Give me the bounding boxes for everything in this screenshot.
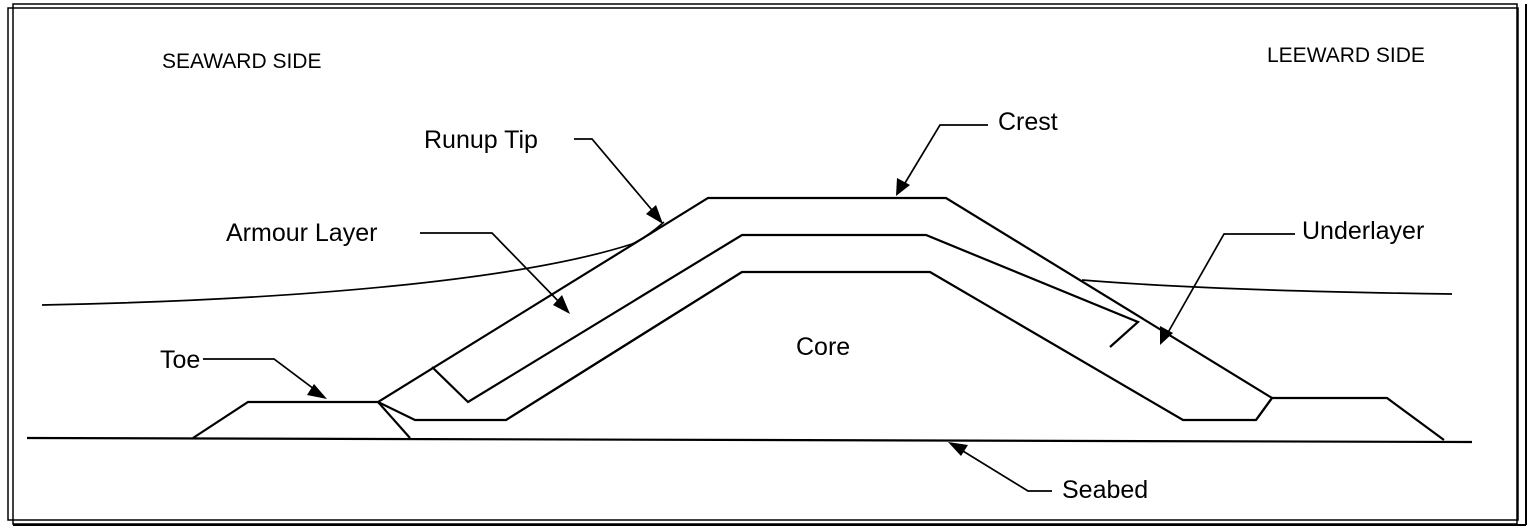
core-outline bbox=[505, 270, 1273, 422]
seabed-leader bbox=[957, 447, 1052, 492]
underlayer-leader bbox=[1165, 233, 1295, 337]
crest-label: Crest bbox=[998, 108, 1058, 136]
runup-tip-label: Runup Tip bbox=[424, 126, 538, 154]
seaward-side-label: SEAWARD SIDE bbox=[162, 50, 321, 73]
crest-arrowhead bbox=[896, 178, 910, 196]
seabed-label: Seabed bbox=[1062, 476, 1148, 504]
toe-label: Toe bbox=[160, 346, 200, 374]
armour-layer-label: Armour Layer bbox=[226, 219, 377, 247]
runup-tip-arrowhead bbox=[646, 205, 663, 224]
underlayer-label: Underlayer bbox=[1302, 217, 1424, 245]
seabed-line bbox=[26, 436, 1473, 444]
water-surface-leeward bbox=[1081, 279, 1453, 295]
toe-arrowhead bbox=[307, 384, 327, 399]
armour-segment-edge bbox=[431, 233, 1141, 404]
crest-leader bbox=[901, 124, 988, 189]
armour-layer-arrowhead bbox=[553, 295, 570, 314]
core-label: Core bbox=[796, 333, 850, 361]
armour-layer-leader bbox=[420, 232, 565, 308]
runup-tip-leader bbox=[574, 138, 658, 217]
underlayer-arrowhead bbox=[1160, 326, 1173, 345]
frame-border bbox=[7, 3, 1527, 526]
toe-leader bbox=[203, 358, 319, 393]
toe-shape bbox=[192, 400, 411, 439]
seabed-arrowhead bbox=[948, 442, 968, 456]
armour-outer-outline bbox=[377, 196, 1273, 403]
leeward-toe-shape bbox=[1255, 396, 1445, 441]
leeward-side-label: LEEWARD SIDE bbox=[1267, 44, 1425, 67]
